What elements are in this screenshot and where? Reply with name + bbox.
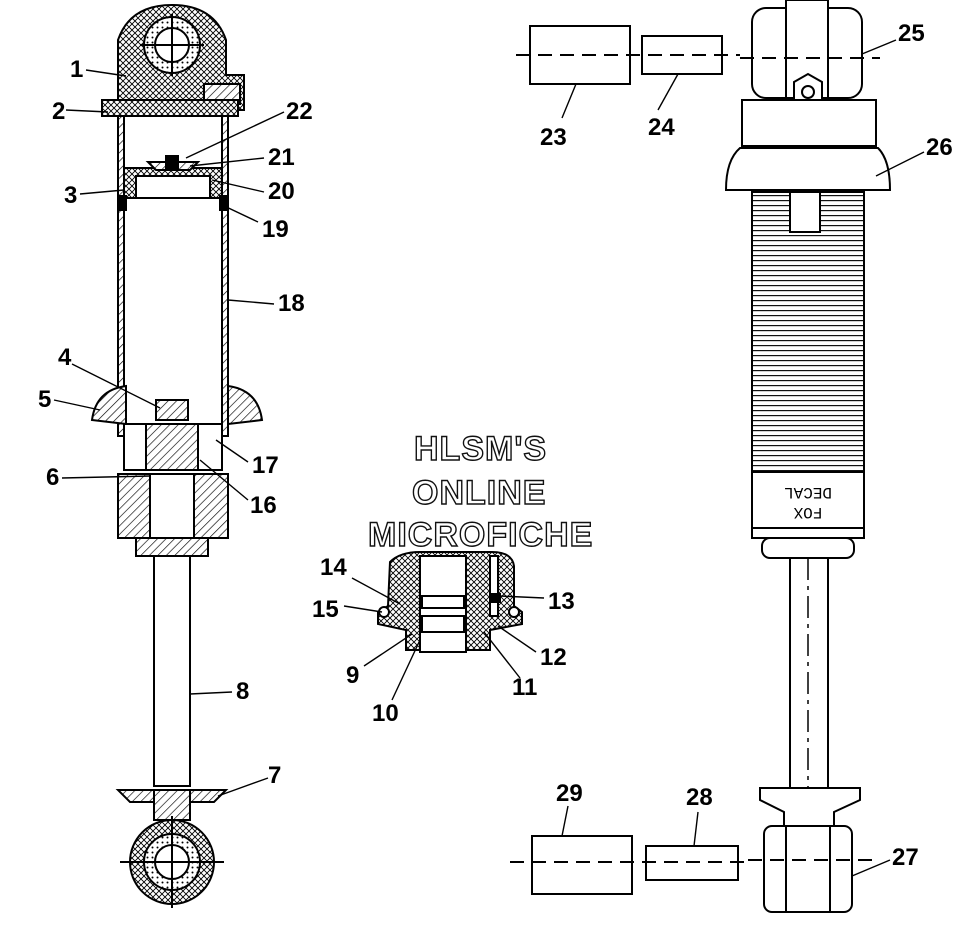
decal-area (751, 471, 865, 529)
spring-seat (724, 147, 892, 191)
callout-15: 15 (312, 596, 339, 623)
callout-12: 12 (540, 644, 567, 671)
callout-24: 24 (648, 114, 675, 141)
callout-6: 6 (46, 464, 60, 491)
callout-19: 19 (262, 216, 289, 243)
callout-23: 23 (540, 124, 567, 151)
o-ring (489, 593, 501, 603)
right-leader-lines (561, 39, 925, 877)
bushings (510, 25, 752, 895)
callout-3: 3 (64, 182, 78, 209)
callout-13: 13 (548, 588, 575, 615)
callout-9: 9 (346, 662, 360, 689)
callout-10: 10 (372, 700, 399, 727)
callout-25: 25 (898, 20, 925, 47)
callout-4: 4 (58, 344, 72, 371)
lower-bumper (759, 787, 861, 827)
callout-29: 29 (556, 780, 583, 807)
decal-line-2: DECAL (784, 483, 833, 501)
decal-line-1: FOX (793, 503, 823, 521)
watermark-line-3: MICROFICHE (367, 516, 594, 554)
piston-nut (155, 399, 189, 421)
left-leader-lines (53, 69, 285, 797)
bushing-29 (531, 835, 633, 895)
callout-17: 17 (252, 452, 279, 479)
callout-2: 2 (52, 98, 66, 125)
bottom-out-bumper (90, 384, 127, 426)
callout-7: 7 (268, 762, 282, 789)
fox-decal: FOX DECAL (760, 478, 856, 522)
ribbed-body (751, 191, 865, 473)
shaft (789, 557, 829, 789)
preload-collar (741, 99, 877, 147)
callout-16: 16 (250, 492, 277, 519)
sectioned-shock (90, 3, 264, 908)
external-shock (724, 0, 892, 913)
callout-5: 5 (38, 386, 52, 413)
center-leader-lines (343, 577, 545, 701)
callout-26: 26 (926, 134, 953, 161)
callout-20: 20 (268, 178, 295, 205)
callout-21: 21 (268, 144, 295, 171)
watermark-line-1: HLSM'S (413, 430, 548, 468)
callout-28: 28 (686, 784, 713, 811)
lower-collar (761, 537, 855, 559)
callout-18: 18 (278, 290, 305, 317)
callout-8: 8 (236, 678, 250, 705)
callout-14: 14 (320, 554, 347, 581)
callout-22: 22 (286, 98, 313, 125)
callout-27: 27 (892, 844, 919, 871)
callout-11: 11 (512, 674, 538, 701)
piston-shaft (153, 555, 191, 787)
watermark-line-2: ONLINE (411, 474, 547, 512)
seal-head-detail (377, 551, 523, 653)
body-cap (101, 99, 239, 117)
callout-1: 1 (70, 56, 84, 83)
